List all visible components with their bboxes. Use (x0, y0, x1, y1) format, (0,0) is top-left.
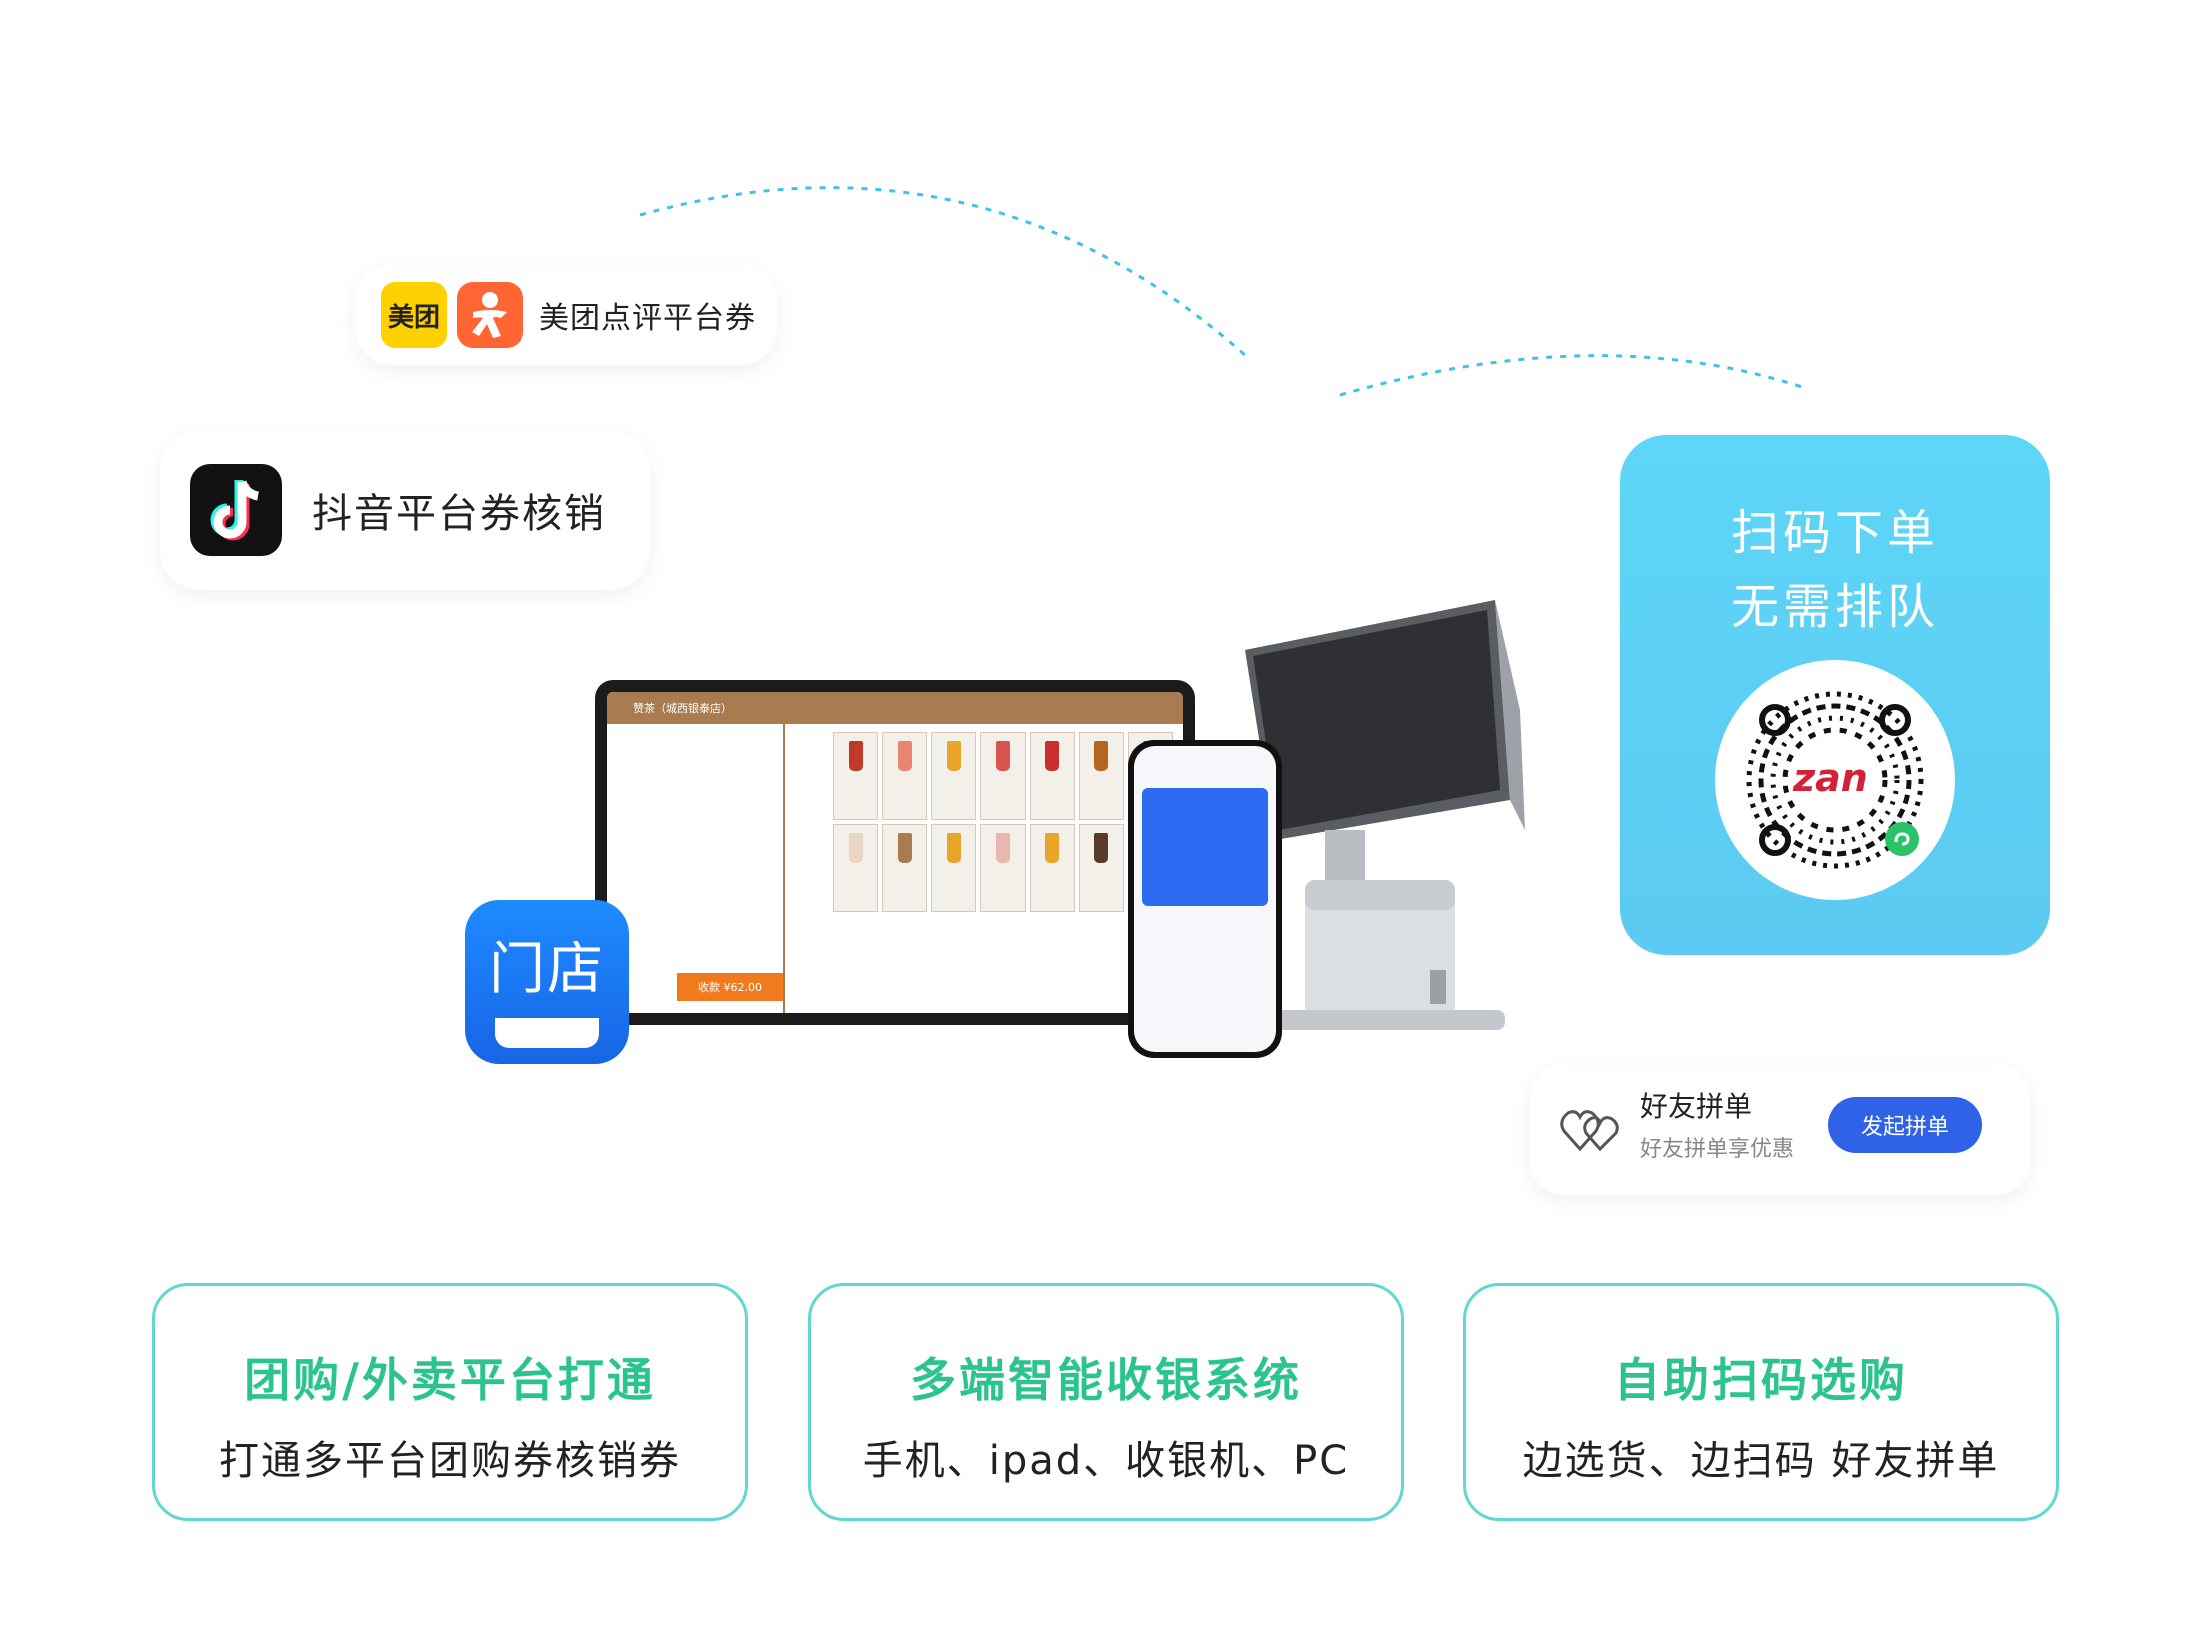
awning-icon (495, 1018, 599, 1048)
phone-device (1128, 740, 1282, 1058)
mini-program-qr-code[interactable]: zan (1715, 660, 1955, 900)
feature-box-multi-terminal: 多端智能收银系统 手机、ipad、收银机、PC (808, 1283, 1404, 1521)
double-heart-icon (1560, 1110, 1619, 1152)
product-tile[interactable] (931, 824, 977, 912)
meituan-dianping-chip: 美团 美团点评平台券 (355, 265, 777, 365)
feature-title: 多端智能收银系统 (910, 1353, 1302, 1407)
store-app-label: 门店 (489, 937, 605, 1002)
tablet-pay-button[interactable]: 收款 ¥62.00 (677, 973, 783, 1001)
qr-pattern-icon (1746, 691, 1924, 869)
product-tile[interactable] (882, 824, 928, 912)
phone-screen (1134, 746, 1276, 1052)
feature-box-group-buy: 团购/外卖平台打通 打通多平台团购券核销券 (152, 1283, 748, 1521)
product-tile[interactable] (882, 732, 928, 820)
feature-title: 团购/外卖平台打通 (244, 1353, 656, 1407)
product-tile[interactable] (833, 824, 879, 912)
scan-order-card: 扫码下单 无需排队 zan (1620, 435, 2050, 955)
feature-title: 自助扫码选购 (1614, 1353, 1908, 1407)
scan-card-line1: 扫码下单 (1730, 505, 1939, 561)
tablet-order-panel: 收款 ¥62.00 (607, 724, 785, 1013)
feature-subtitle: 打通多平台团购券核销券 (219, 1438, 681, 1484)
tablet-header: 赞茶（城西银泰店） (607, 692, 1183, 724)
friends-card-title: 好友拼单 (1640, 1090, 1753, 1123)
douyin-logo-icon (190, 464, 282, 556)
mini-program-badge-icon (1885, 822, 1919, 856)
douyin-chip-label: 抖音平台券核销 (312, 491, 606, 537)
phone-stats-card (1142, 788, 1268, 906)
dianping-logo-icon (457, 282, 523, 348)
product-tile[interactable] (980, 824, 1026, 912)
friends-card-subtitle: 好友拼单享优惠 (1640, 1137, 1795, 1162)
tablet-device: 赞茶（城西银泰店） 收款 ¥62.00 (595, 680, 1195, 1025)
feature-box-self-scan: 自助扫码选购 边选货、边扫码 好友拼单 (1463, 1283, 2059, 1521)
product-tile[interactable] (980, 732, 1026, 820)
tablet-product-grid (833, 732, 1173, 912)
tablet-screen: 赞茶（城西银泰店） 收款 ¥62.00 (607, 692, 1183, 1013)
douyin-chip: 抖音平台券核销 (160, 430, 650, 590)
product-tile[interactable] (1078, 732, 1124, 820)
feature-subtitle: 边选货、边扫码 好友拼单 (1522, 1438, 2000, 1484)
product-tile[interactable] (1029, 732, 1075, 820)
meituan-chip-label: 美团点评平台券 (539, 301, 756, 336)
friends-group-order-card: 好友拼单 好友拼单享优惠 发起拼单 (1530, 1065, 2030, 1195)
product-tile[interactable] (1029, 824, 1075, 912)
tablet-store-title: 赞茶（城西银泰店） (633, 702, 732, 715)
start-group-order-button[interactable]: 发起拼单 (1828, 1097, 1982, 1153)
qr-brand-logo: zan (1793, 756, 1868, 800)
product-tile[interactable] (931, 732, 977, 820)
scan-card-line2: 无需排队 (1730, 579, 1939, 635)
store-app-icon[interactable]: 门店 (465, 900, 629, 1064)
product-tile[interactable] (1078, 824, 1124, 912)
feature-subtitle: 手机、ipad、收银机、PC (862, 1438, 1350, 1484)
pos-terminal-device (1245, 600, 1525, 1030)
meituan-logo: 美团 (381, 282, 447, 348)
product-tile[interactable] (833, 732, 879, 820)
